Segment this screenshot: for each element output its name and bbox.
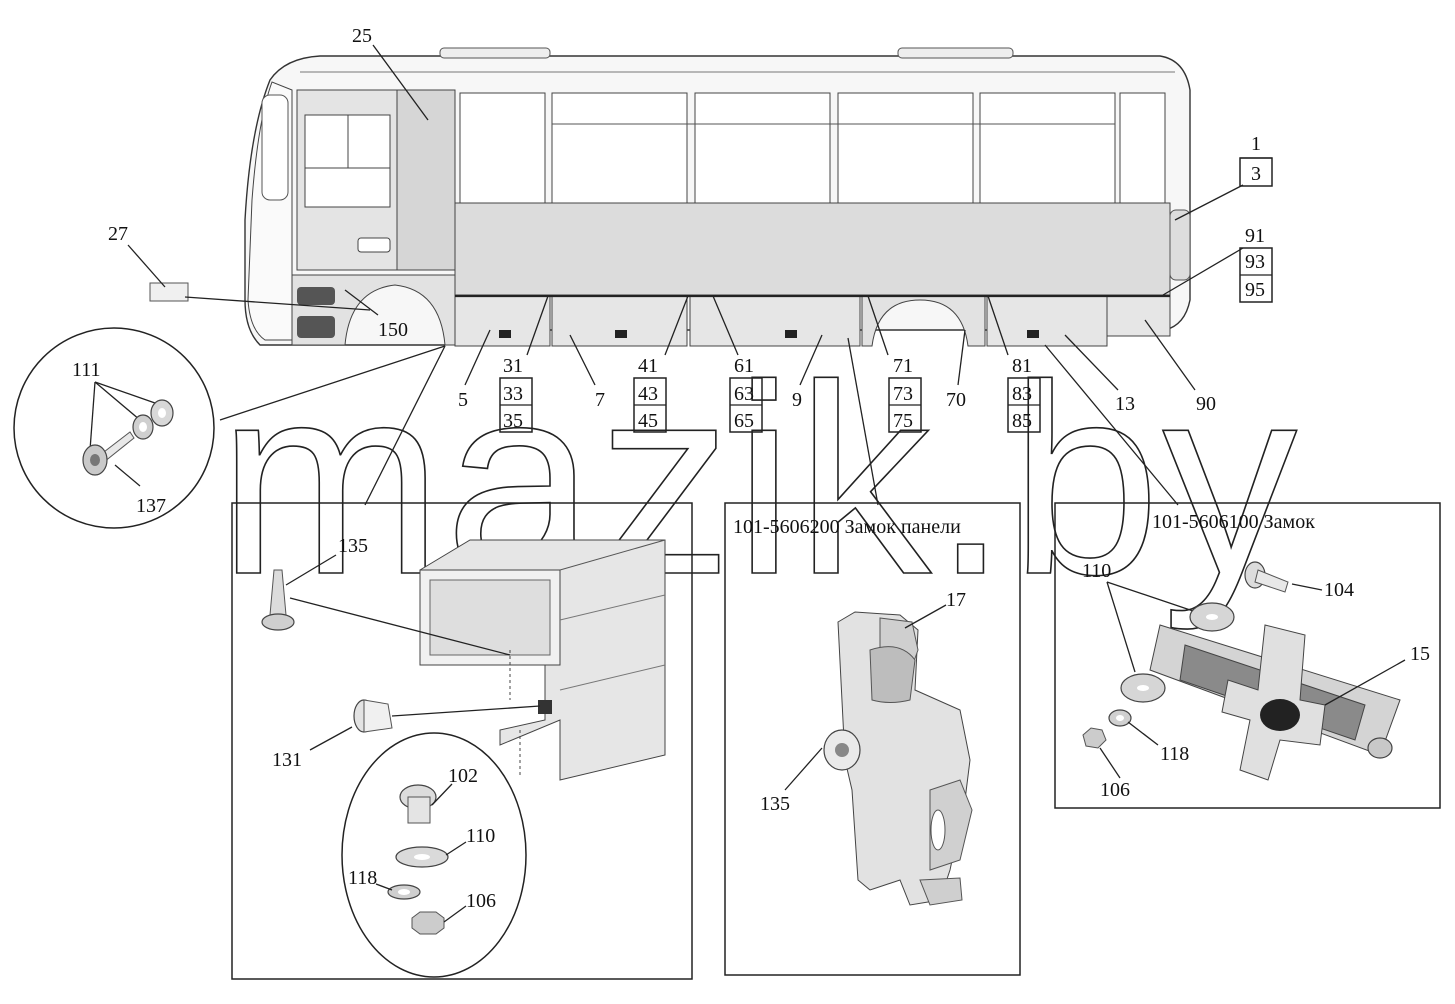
callout-111: 111	[72, 359, 101, 381]
callout-61: 61	[734, 355, 754, 377]
callout-118-a: 118	[348, 867, 377, 889]
callout-135-a: 135	[338, 535, 368, 557]
detail-box-lock: 101-5606100 Замок 110 104 15 118 106	[1054, 502, 1441, 809]
callout-118-b: 118	[1160, 743, 1189, 765]
detail-box-profile: 135 131 102 110 118 106	[231, 502, 693, 980]
lock-title: 101-5606100 Замок	[1152, 511, 1315, 533]
callout-9: 9	[792, 389, 802, 411]
callout-3: 3	[1251, 163, 1261, 185]
callout-75: 75	[893, 410, 913, 432]
callout-35: 35	[503, 410, 523, 432]
callout-27: 27	[108, 223, 128, 245]
callout-70: 70	[946, 389, 966, 411]
callout-102: 102	[448, 765, 478, 787]
callout-90: 90	[1196, 393, 1216, 415]
bus-side-view	[149, 47, 1191, 347]
callout-91: 91	[1245, 225, 1265, 247]
callout-110-a: 110	[466, 825, 495, 847]
callout-41: 41	[638, 355, 658, 377]
callout-33: 33	[503, 383, 523, 405]
callout-150: 150	[378, 319, 408, 341]
callout-15: 15	[1410, 643, 1430, 665]
callout-7: 7	[595, 389, 605, 411]
callout-13: 13	[1115, 393, 1135, 415]
callout-65: 65	[734, 410, 754, 432]
callout-135-b: 135	[760, 793, 790, 815]
callout-85: 85	[1012, 410, 1032, 432]
callout-71: 71	[893, 355, 913, 377]
callout-137: 137	[136, 495, 166, 517]
callout-31: 31	[503, 355, 523, 377]
panel-lock-title: 101-5606200 Замок панели	[733, 516, 961, 538]
detail-circle-fastener: 111 137	[13, 327, 215, 529]
callout-131: 131	[272, 749, 302, 771]
callout-106-a: 106	[466, 890, 496, 912]
callout-73: 73	[893, 383, 913, 405]
watermark-text: mazik.by	[218, 330, 1299, 632]
callout-95: 95	[1245, 279, 1265, 301]
callout-110-b: 110	[1082, 560, 1111, 582]
callout-17: 17	[946, 589, 966, 611]
callout-83: 83	[1012, 383, 1032, 405]
detail-box-panel-lock: 101-5606200 Замок панели 17 135	[724, 502, 1021, 976]
bus-callouts: 25 27 150 1 3 91 93 95 5 31 33 35 7 41 4…	[108, 25, 1273, 433]
callout-106-b: 106	[1100, 779, 1130, 801]
callout-5: 5	[458, 389, 468, 411]
callout-25: 25	[352, 25, 372, 47]
callout-93: 93	[1245, 251, 1265, 273]
callout-43: 43	[638, 383, 658, 405]
callout-45: 45	[638, 410, 658, 432]
callout-104: 104	[1324, 579, 1354, 601]
callout-81: 81	[1012, 355, 1032, 377]
callout-63: 63	[734, 383, 754, 405]
bus-leader-lines	[127, 44, 1244, 506]
callout-1: 1	[1251, 133, 1261, 155]
